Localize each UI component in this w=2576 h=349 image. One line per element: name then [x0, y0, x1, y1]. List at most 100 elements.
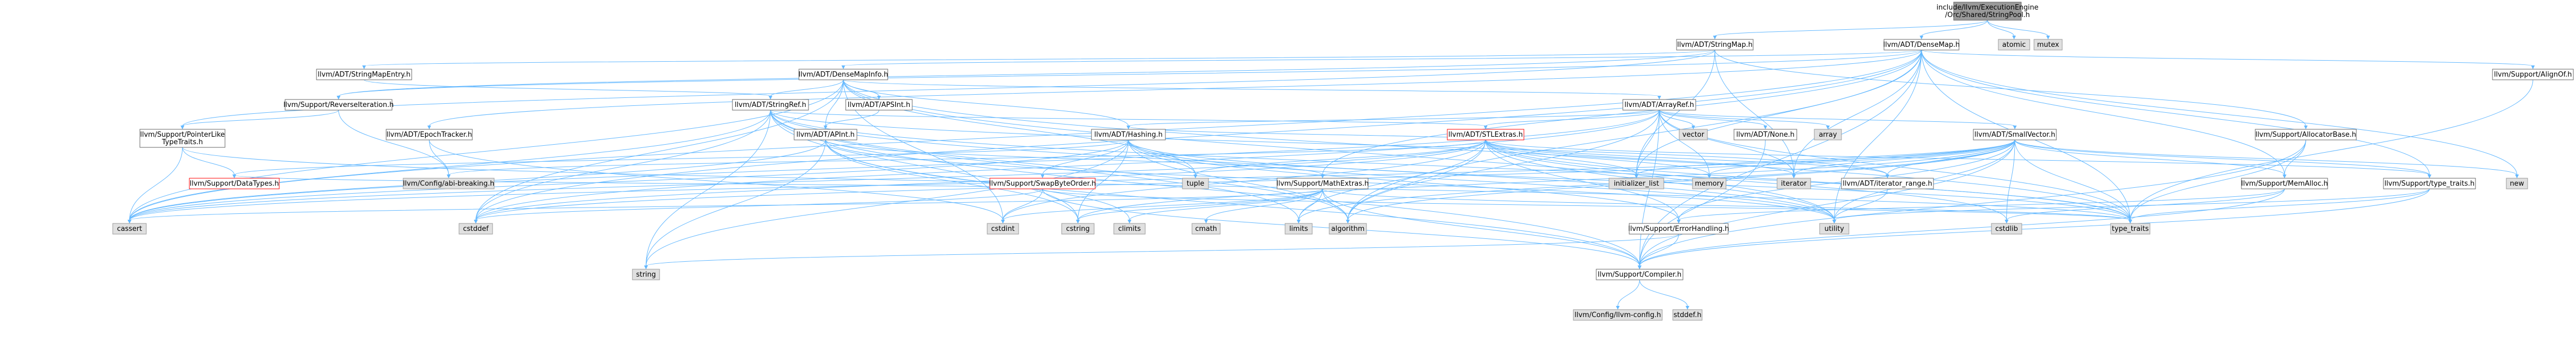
node-apsint[interactable]: llvm/ADT/APSInt.h [845, 99, 913, 111]
node-box-arrayref [1622, 99, 1696, 111]
edge-stlextras-to-cassert [129, 139, 1486, 221]
node-arrayref[interactable]: llvm/ADT/ArrayRef.h [1622, 99, 1696, 111]
node-allocatorbase[interactable]: llvm/Support/AllocatorBase.h [2255, 129, 2357, 140]
edge-smallvector-to-initlist [1636, 139, 2015, 176]
edge-mathextras-to-algorithm [1322, 188, 1348, 221]
edge-densemapinfo-to-hashing [843, 79, 1129, 127]
edge-mathextras-to-cmath [1206, 188, 1323, 221]
edge-arrayref-to-initlist [1636, 110, 1660, 176]
edge-smallvector-to-new [2014, 139, 2517, 176]
node-label-reverseiteration: llvm/Support/ReverseIteration.h [284, 101, 394, 109]
edge-densemap-to-densemapinfo [843, 49, 1922, 67]
edge-stlextras-to-errorhandling [1485, 139, 1679, 221]
node-box-cstdlib [1991, 223, 2022, 235]
node-label-llvmconfig: llvm/Config/llvm-config.h [1574, 311, 1661, 319]
node-smallvector[interactable]: llvm/ADT/SmallVector.h [1973, 129, 2057, 140]
edge-arrowhead-alignof-to-type_traits [2128, 220, 2132, 223]
node-label-stlextras: llvm/ADT/STLExtras.h [1448, 131, 1523, 139]
edge-stringref-to-cassert [129, 110, 771, 221]
node-stlextras[interactable]: llvm/ADT/STLExtras.h [1447, 129, 1524, 140]
edge-smallvector-to-memalloc [2014, 139, 2285, 176]
node-typetraits_h[interactable]: llvm/Support/type_traits.h [2383, 178, 2476, 189]
node-type_traits: type_traits [2110, 223, 2150, 235]
edge-densemapinfo-to-arrayref [843, 79, 1660, 97]
node-epochtracker[interactable]: llvm/ADT/EpochTracker.h [386, 129, 473, 140]
node-reverseiteration[interactable]: llvm/Support/ReverseIteration.h [284, 99, 394, 111]
node-label-algorithm: algorithm [1331, 225, 1365, 233]
edge-arrowhead-errorhandling-to-string [644, 265, 648, 269]
edge-stringmapentry-to-stringref [364, 79, 771, 97]
node-compiler[interactable]: llvm/Support/Compiler.h [1596, 269, 1683, 280]
edge-stlextras-to-typetraits_h [1485, 139, 2430, 176]
edge-hashing-to-tuple [1128, 139, 1196, 176]
node-iteratorrange[interactable]: llvm/ADT/iterator_range.h [1841, 178, 1934, 189]
edge-compiler-to-stddef [1639, 279, 1688, 307]
node-box-cstdint [987, 223, 1019, 235]
node-box-cstddef [458, 223, 493, 235]
edge-memalloc-to-cstdlib [2006, 188, 2285, 221]
node-algorithm: algorithm [1329, 223, 1367, 235]
node-root[interactable]: include/llvm/ExecutionEngine/Orc/Shared/… [1937, 2, 2039, 21]
node-label-allocatorbase: llvm/Support/AllocatorBase.h [2255, 131, 2356, 139]
node-label-type_traits: type_traits [2112, 225, 2149, 233]
edge-mathextras-to-compiler [1322, 188, 1640, 267]
node-box-datatypes [189, 178, 280, 189]
node-label-arrayref: llvm/ADT/ArrayRef.h [1624, 101, 1694, 109]
edge-smallvector-to-cstring [1078, 139, 2015, 221]
edge-allocatorbase-to-compiler [1639, 139, 2306, 267]
node-box-algorithm [1329, 223, 1367, 235]
edge-smallvector-to-algorithm [1347, 139, 2015, 221]
edge-arrayref-to-stlextras [1485, 110, 1660, 127]
node-densemap[interactable]: llvm/ADT/DenseMap.h [1883, 39, 1960, 51]
node-label-alignof: llvm/Support/AlignOf.h [2494, 71, 2572, 79]
edge-root-to-atomic [1987, 20, 2014, 37]
node-label-tuple: tuple [1187, 180, 1204, 188]
node-box-atomic [1998, 39, 2030, 51]
node-string: string [632, 269, 660, 280]
node-label-datatypes: llvm/Support/DataTypes.h [190, 180, 279, 188]
node-cstdint: cstdint [987, 223, 1019, 235]
node-swapbyteorder[interactable]: llvm/Support/SwapByteOrder.h [989, 178, 1096, 189]
node-mathextras[interactable]: llvm/Support/MathExtras.h [1277, 178, 1369, 189]
node-apint[interactable]: llvm/ADT/APInt.h [794, 129, 857, 140]
edge-arrowhead-swapbyteorder-to-cstddef [474, 220, 478, 223]
edge-densemap-to-typetraits_h [1921, 49, 2430, 176]
node-errorhandling[interactable]: llvm/Support/ErrorHandling.h [1628, 223, 1729, 235]
node-layer: include/llvm/ExecutionEngine/Orc/Shared/… [112, 2, 2574, 321]
node-box-stddef [1672, 309, 1703, 321]
edge-arrayref-to-vector [1659, 110, 1694, 127]
edge-stlextras-to-tuple [1195, 139, 1486, 176]
edge-smallvector-to-typetraits_h [2014, 139, 2430, 176]
node-label-stringref: llvm/ADT/StringRef.h [735, 101, 806, 109]
node-label-memory: memory [1695, 180, 1724, 188]
node-label-limits: limits [1289, 225, 1308, 233]
edge-stringmap-to-stringmapentry [364, 49, 1715, 67]
node-stringmapentry[interactable]: llvm/ADT/StringMapEntry.h [316, 69, 412, 80]
edge-pointerlike-to-type_traits [182, 147, 2131, 221]
node-alignof[interactable]: llvm/Support/AlignOf.h [2492, 69, 2574, 80]
node-box-typetraits_h [2383, 178, 2476, 189]
edge-arrowhead-smallvector-to-initlist [1635, 174, 1638, 178]
node-abibreaking: llvm/Config/abi-breaking.h [403, 178, 495, 189]
node-densemapinfo[interactable]: llvm/ADT/DenseMapInfo.h [798, 69, 888, 80]
edge-errorhandling-to-compiler [1639, 234, 1679, 267]
edge-arrayref-to-cstddef [476, 110, 1660, 221]
edge-apsint-to-apint [825, 110, 879, 127]
node-label-swapbyteorder: llvm/Support/SwapByteOrder.h [989, 180, 1096, 188]
edge-arrowhead-smallvector-to-iterator [1792, 174, 1796, 178]
edge-arrowhead-mathextras-to-limits [1297, 220, 1300, 223]
node-none[interactable]: llvm/ADT/None.h [1733, 129, 1797, 140]
node-datatypes[interactable]: llvm/Support/DataTypes.h [189, 178, 280, 189]
node-label-iterator: iterator [1781, 180, 1807, 188]
edge-alignof-to-type_traits [2130, 79, 2533, 221]
node-label-utility: utility [1824, 225, 1844, 233]
node-stringref[interactable]: llvm/ADT/StringRef.h [732, 99, 809, 111]
node-vector: vector [1679, 129, 1708, 140]
node-memalloc[interactable]: llvm/Support/MemAlloc.h [2241, 178, 2328, 189]
node-label-stringmap: llvm/ADT/StringMap.h [1677, 41, 1753, 49]
node-box-memory [1692, 178, 1727, 189]
node-stringmap[interactable]: llvm/ADT/StringMap.h [1676, 39, 1754, 51]
node-hashing[interactable]: llvm/ADT/Hashing.h [1091, 129, 1166, 140]
node-box-reverseiteration [285, 99, 393, 111]
